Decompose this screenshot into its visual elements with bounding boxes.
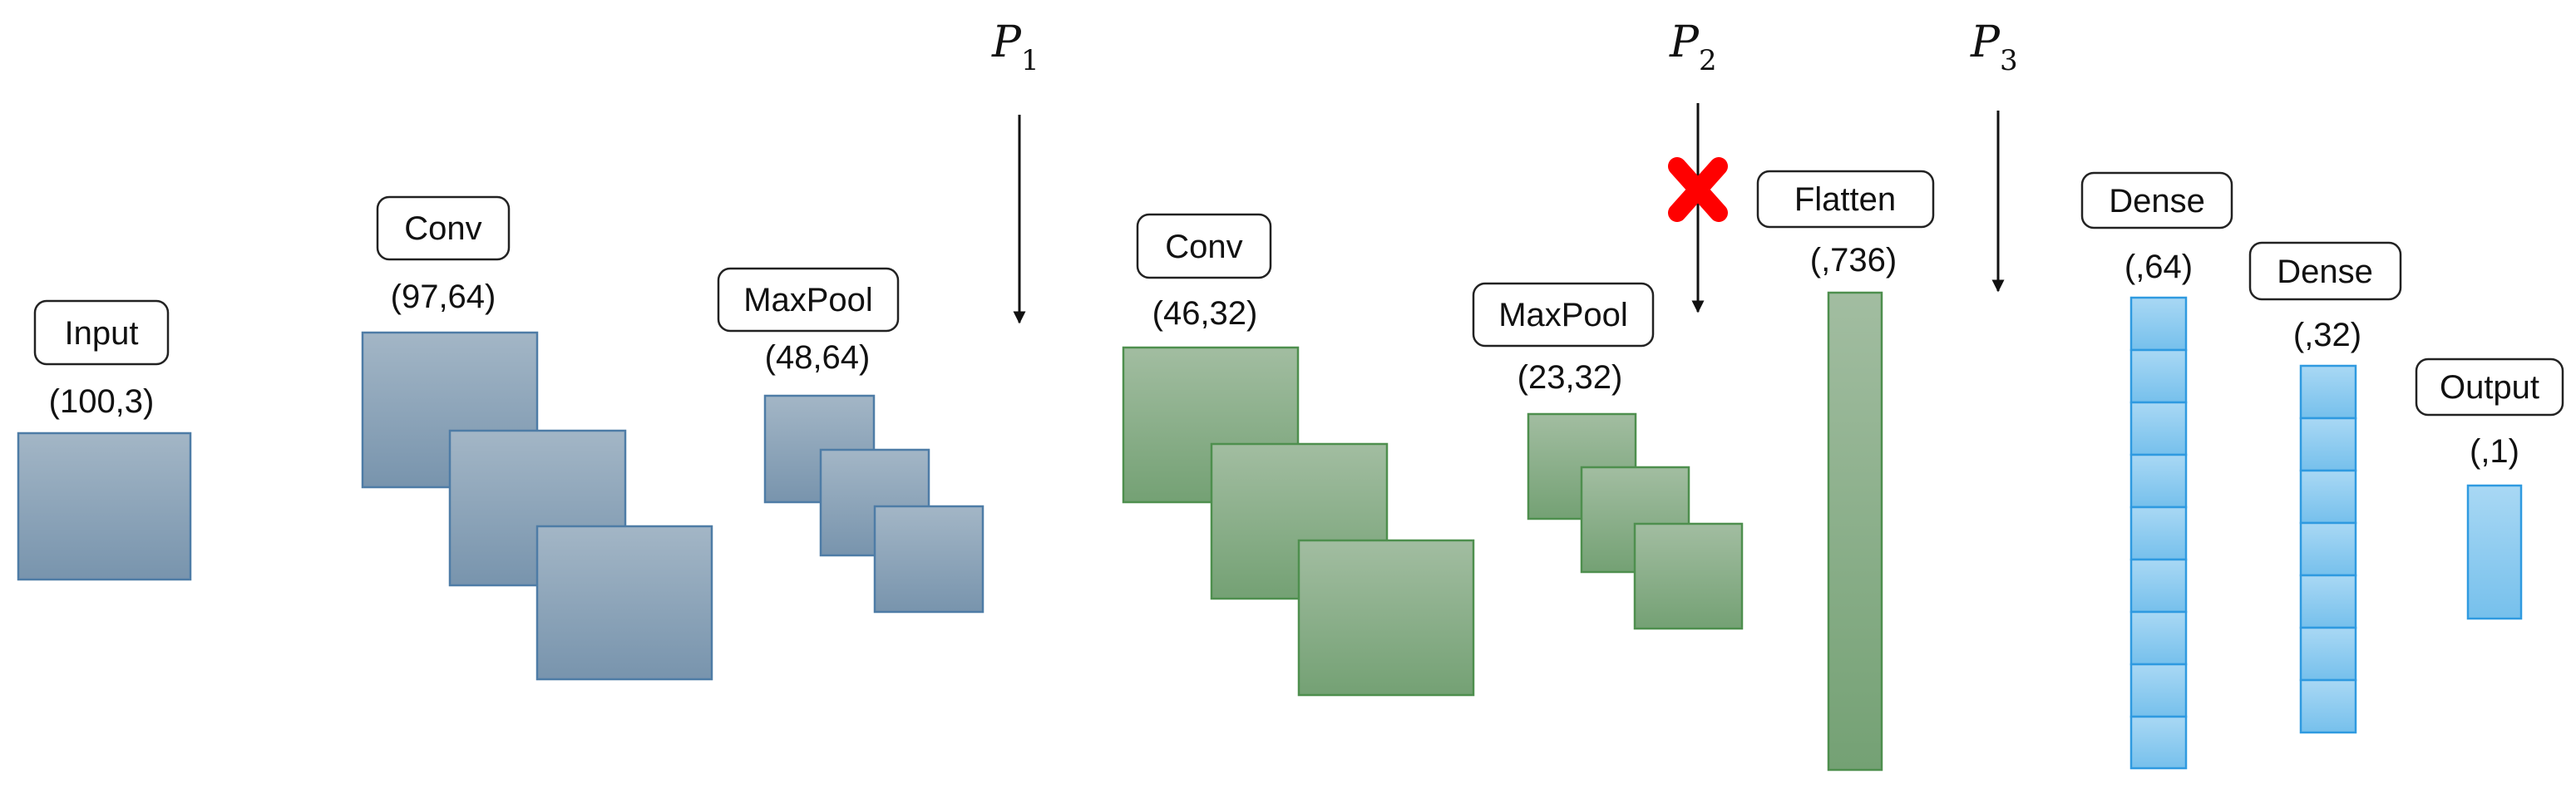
feature-map-block [1633, 522, 1744, 630]
layer-shape: (,736) [1810, 242, 1897, 279]
layer-label-box [1136, 213, 1272, 279]
probe-label: P1 [991, 17, 1039, 77]
layer-label-box [33, 299, 170, 366]
blocked-cross-icon [1668, 157, 1728, 222]
probe-p1: P1 [991, 17, 1039, 324]
layer-shape: (48,64) [765, 339, 871, 376]
layer-maxpool-2: MaxPool (23,32) [1472, 282, 1744, 630]
layer-conv-2: Conv (46,32) [1122, 213, 1475, 697]
layer-label-box [2248, 241, 2402, 301]
layer-label: Dense [2109, 183, 2205, 219]
feature-map-block [535, 525, 713, 681]
layer-shape: (100,3) [49, 383, 155, 420]
neuron-cell [2129, 401, 2188, 456]
output-neuron [2466, 484, 2523, 620]
feature-map-block [873, 505, 985, 614]
feature-map-block [1297, 539, 1475, 697]
neuron-cell [2299, 521, 2357, 577]
neuron-cell [2129, 715, 2188, 770]
neuron-cell [2299, 574, 2357, 629]
layer-label: Input [65, 315, 139, 352]
neuron-cell [2129, 348, 2188, 404]
feature-map-block [17, 432, 192, 581]
neuron-cell [2299, 626, 2357, 682]
layer-shape: (,1) [2470, 433, 2519, 470]
flatten-vector-bar [1827, 291, 1883, 772]
layer-output: Output (,1) [2415, 358, 2564, 620]
layer-conv-1: Conv (97,64) [361, 195, 713, 681]
neuron-cell [2299, 417, 2357, 472]
layer-label: Flatten [1794, 181, 1896, 218]
layer-shape: (,64) [2124, 249, 2193, 285]
layer-label: Conv [1165, 229, 1242, 265]
layer-label-box [1756, 170, 1935, 229]
neuron-cell [2129, 610, 2188, 666]
layer-shape: (97,64) [391, 279, 496, 315]
layer-dense-1: Dense (,64) [2080, 171, 2233, 770]
neuron-cell [2129, 296, 2188, 352]
layer-label: Output [2440, 369, 2539, 406]
probe-p3: P3 [1970, 17, 2018, 293]
layer-label: MaxPool [743, 282, 873, 318]
neuron-cell [2129, 558, 2188, 614]
layer-label: Dense [2277, 254, 2373, 290]
probe-p2: P2 [1668, 17, 1728, 313]
layer-dense-2: Dense (,32) [2248, 241, 2402, 734]
layer-label-box [2415, 358, 2564, 417]
layer-shape: (,32) [2293, 317, 2361, 353]
layer-shape: (23,32) [1517, 359, 1623, 396]
layer-label-box [717, 267, 900, 333]
neuron-cell [2129, 453, 2188, 509]
layer-label-box [1472, 282, 1655, 348]
neuron-cell [2299, 469, 2357, 525]
layer-label-box [2080, 171, 2233, 229]
layer-label-box [376, 195, 511, 261]
neuron-cell [2129, 505, 2188, 561]
layer-flatten: Flatten (,736) [1756, 170, 1935, 772]
layer-label: Conv [404, 210, 481, 247]
layer-input: Input (100,3) [17, 299, 192, 581]
probe-label: P2 [1669, 17, 1717, 77]
probe-label: P3 [1970, 17, 2018, 77]
neuron-cell [2299, 678, 2357, 734]
layer-label: MaxPool [1498, 297, 1628, 333]
neuron-cell [2299, 364, 2357, 420]
layer-shape: (46,32) [1152, 295, 1258, 332]
dense-neuron-stack [2299, 364, 2357, 734]
neuron-cell [2129, 663, 2188, 718]
layer-maxpool-1: MaxPool (48,64) [717, 267, 985, 614]
dense-neuron-stack [2129, 296, 2188, 770]
